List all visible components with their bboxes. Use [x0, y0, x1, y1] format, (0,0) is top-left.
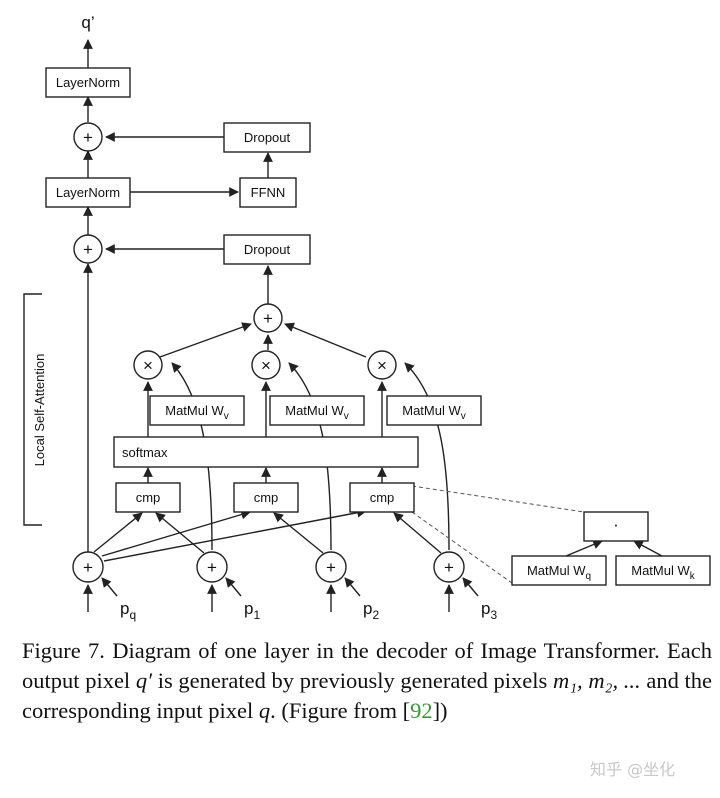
svg-text:LayerNorm: LayerNorm [56, 185, 120, 200]
cmp-box-1: cmp [115, 482, 181, 513]
input-add-m2: + [315, 551, 347, 583]
svg-text:FFNN: FFNN [251, 185, 286, 200]
input-add-q: + [72, 551, 104, 583]
input-add-m1: + [196, 551, 228, 583]
svg-text:+: + [83, 240, 93, 259]
svg-text:cmp: cmp [136, 490, 161, 505]
svg-text:LayerNorm: LayerNorm [56, 75, 120, 90]
output-label: q’ [81, 13, 94, 32]
layernorm-middle: LayerNorm [45, 177, 131, 208]
svg-text:Dropout: Dropout [244, 242, 291, 257]
svg-text:+: + [83, 128, 93, 147]
residual-add-top: + [73, 122, 103, 152]
input-label-m3: m3 [439, 624, 460, 630]
citation-link[interactable]: 92 [410, 698, 433, 723]
layernorm-top: LayerNorm [45, 67, 131, 98]
position-label-p1: p1 [244, 599, 260, 622]
dropout-bottom: Dropout [223, 234, 311, 265]
position-label-p2: p2 [363, 599, 379, 622]
input-add-m3: + [433, 551, 465, 583]
cmp-box-3: cmp [349, 482, 415, 513]
decoder-layer-diagram: q’ LayerNorm + + Dropout Dropout LayerNo… [23, 13, 711, 630]
edges [83, 39, 663, 612]
matmul-wv-3: MatMul Wv [386, 395, 482, 426]
matmul-wk: MatMul Wk [615, 555, 711, 586]
input-label-m1: m1 [202, 624, 223, 630]
softmax-box: softmax [113, 436, 419, 468]
svg-text:+: + [326, 558, 336, 577]
attention-sum: + [253, 303, 283, 333]
svg-text:Local Self-Attention: Local Self-Attention [32, 354, 47, 467]
residual-add-bottom: + [73, 234, 103, 264]
position-label-p3: p3 [481, 599, 497, 622]
input-label-m2: m2 [321, 624, 342, 630]
svg-text:·: · [613, 515, 619, 534]
svg-text:+: + [83, 558, 93, 577]
svg-text:MatMul Wv: MatMul Wv [285, 403, 349, 422]
cmp-box-2: cmp [233, 482, 299, 513]
multiply-node-3: × [367, 350, 397, 380]
ffnn-box: FFNN [239, 177, 297, 208]
svg-text:softmax: softmax [122, 445, 168, 460]
watermark: 知乎 @坐化 [590, 760, 676, 779]
svg-text:+: + [207, 558, 217, 577]
matmul-wv-2: MatMul Wv [269, 395, 365, 426]
svg-text:×: × [377, 356, 387, 375]
svg-text:+: + [263, 309, 273, 328]
svg-text:+: + [444, 558, 454, 577]
svg-text:MatMul Wv: MatMul Wv [165, 403, 229, 422]
svg-text:MatMul Wq: MatMul Wq [527, 563, 591, 582]
input-label-q: q [83, 624, 92, 630]
position-label-pq: pq [120, 599, 136, 622]
matmul-wq: MatMul Wq [511, 555, 607, 586]
svg-text:MatMul Wv: MatMul Wv [402, 403, 466, 422]
svg-text:MatMul Wk: MatMul Wk [631, 563, 696, 582]
svg-text:cmp: cmp [254, 490, 279, 505]
matmul-wv-1: MatMul Wv [149, 395, 245, 426]
svg-text:×: × [143, 356, 153, 375]
multiply-node-1: × [133, 350, 163, 380]
svg-text:Dropout: Dropout [244, 130, 291, 145]
multiply-node-2: × [251, 350, 281, 380]
figure-caption: Figure 7. Diagram of one layer in the de… [22, 638, 712, 723]
dropout-top: Dropout [223, 122, 311, 153]
svg-text:cmp: cmp [370, 490, 395, 505]
local-self-attention-bracket: Local Self-Attention [23, 293, 47, 526]
dot-product-box: · [583, 511, 649, 542]
svg-text:×: × [261, 356, 271, 375]
